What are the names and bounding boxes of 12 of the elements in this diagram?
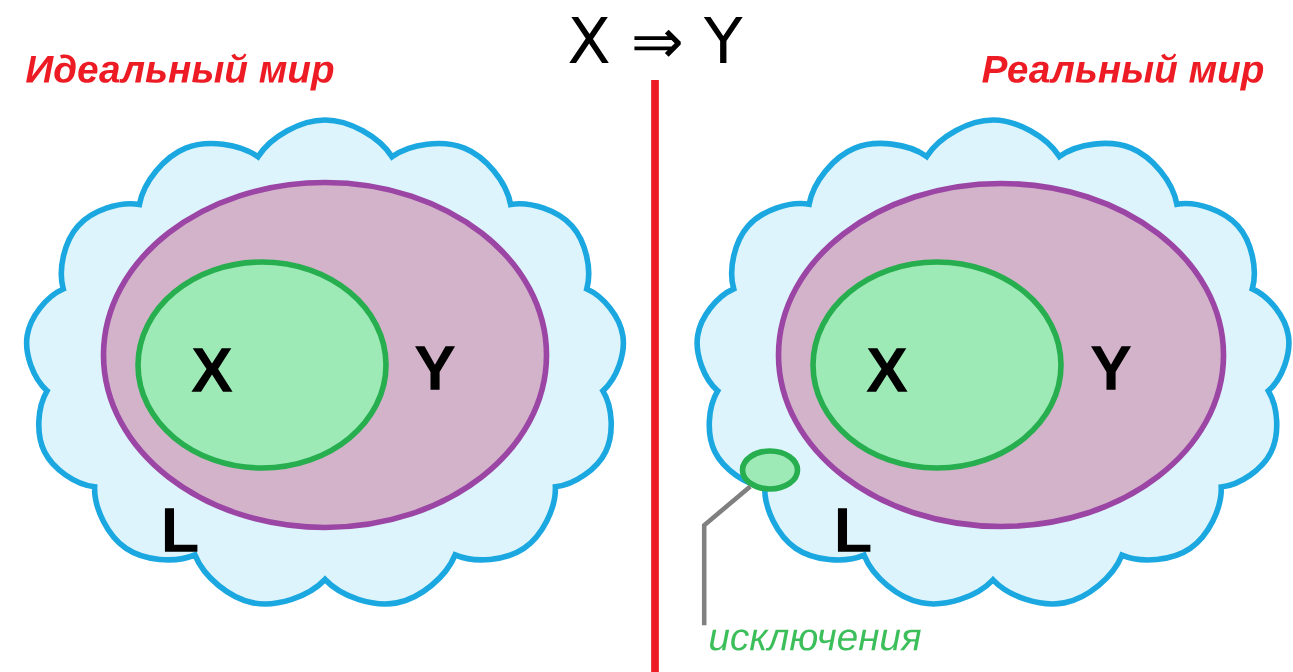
heading: Реальный мир — [982, 53, 1264, 91]
heading: Идеальный мир — [26, 53, 334, 91]
set-letter: L — [164, 508, 198, 552]
set-letter: L — [837, 508, 871, 552]
set-letter: X — [866, 348, 908, 392]
set-letter: Y — [415, 346, 456, 390]
annotation-text: исключения — [710, 629, 921, 651]
set-letter: X — [191, 348, 233, 392]
title: X ⇒ Y — [569, 16, 743, 64]
exception-ellipse — [739, 448, 801, 492]
leader-line — [701, 484, 752, 626]
set-letter: Y — [1091, 346, 1132, 390]
